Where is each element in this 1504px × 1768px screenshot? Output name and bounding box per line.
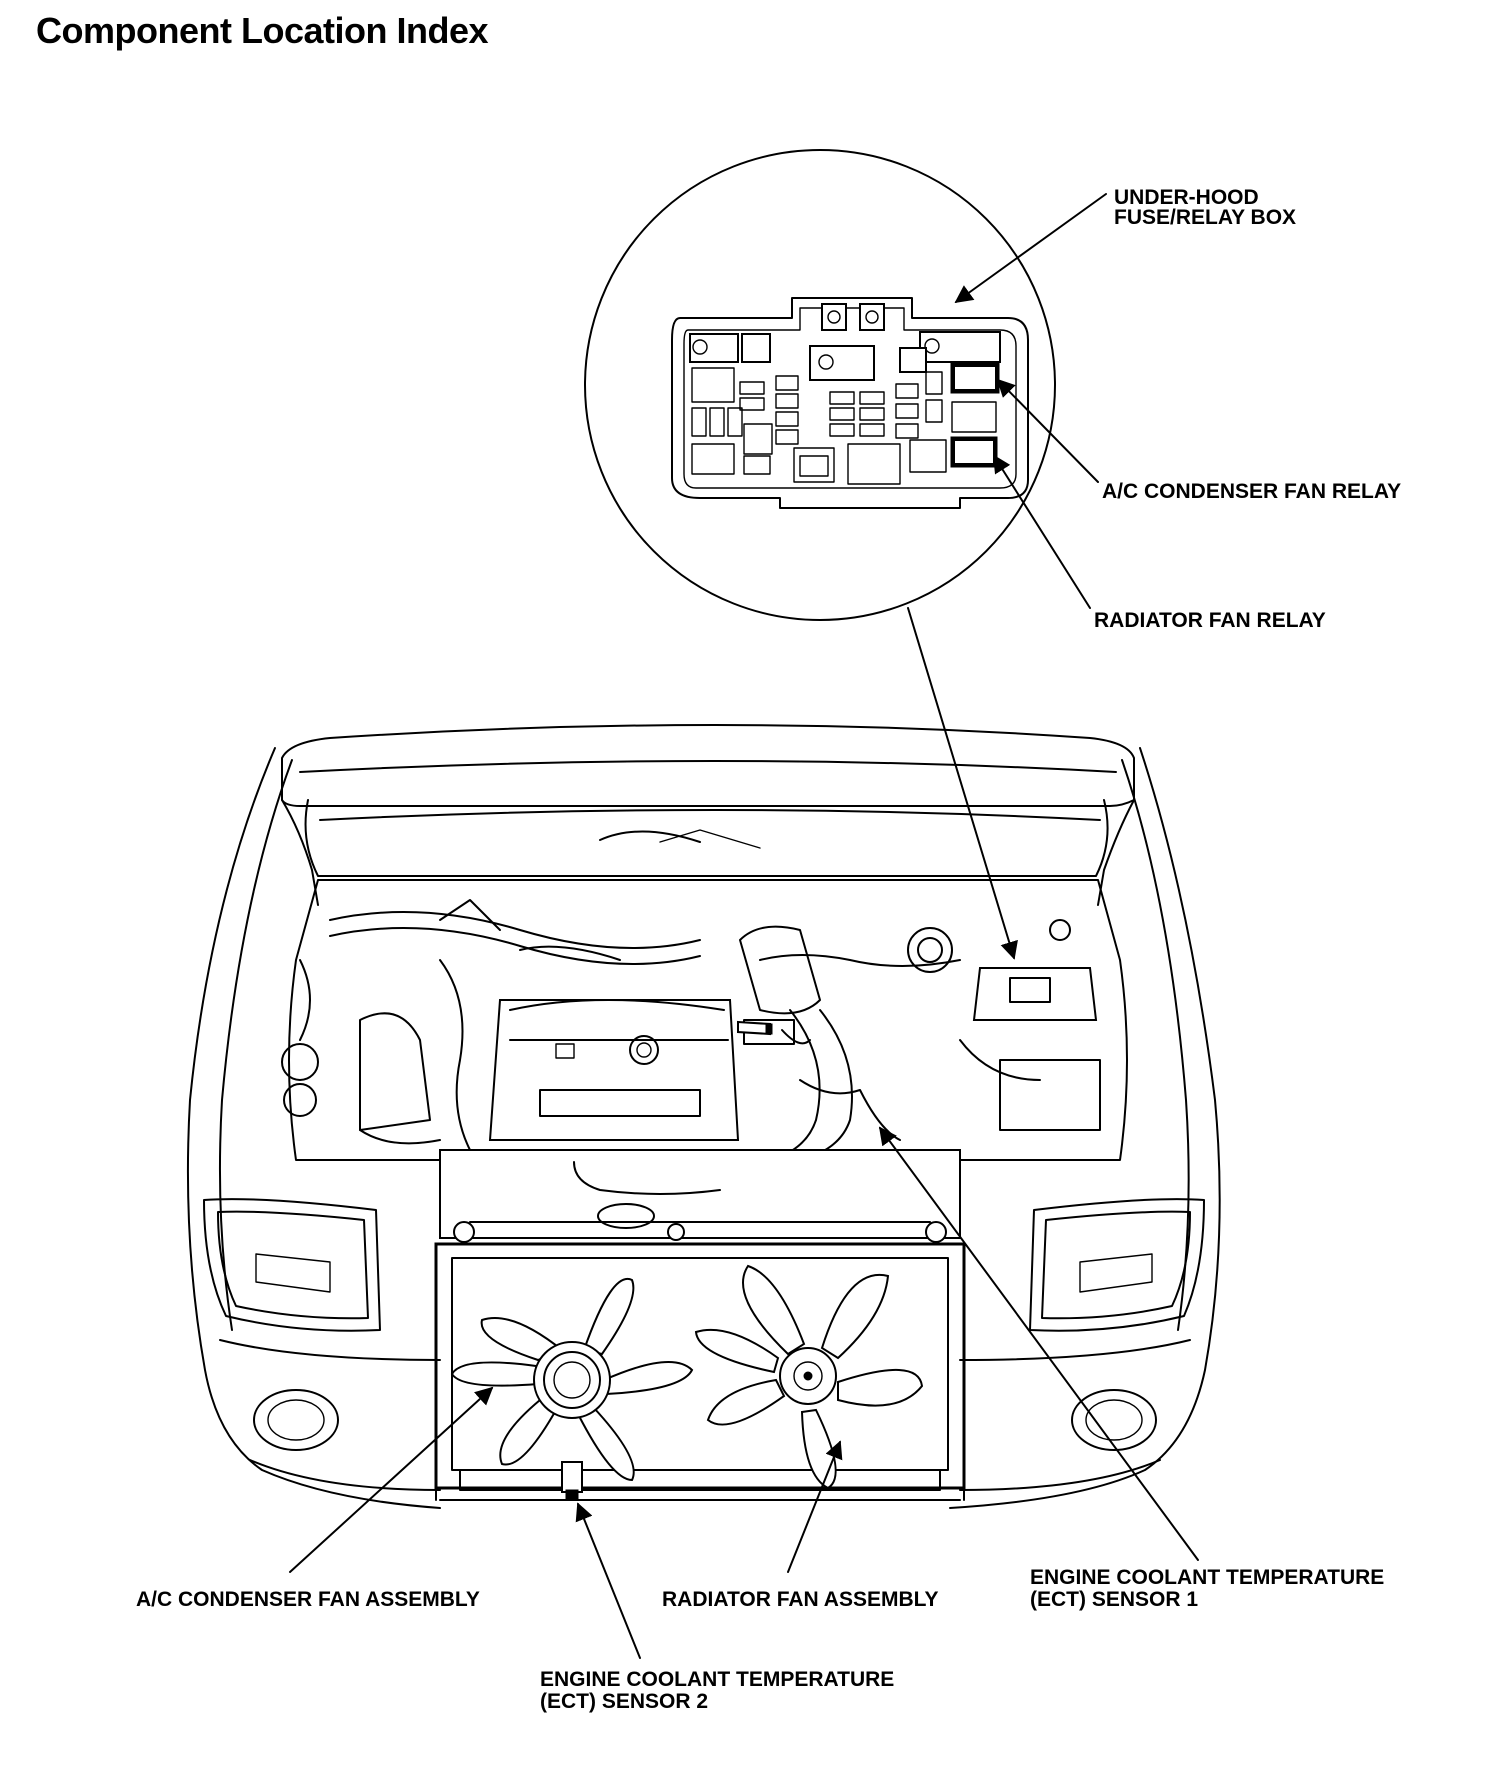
fuse-box-detail [584, 149, 1056, 621]
label-ect-sensor-2-line2: (ECT) SENSOR 2 [540, 1690, 708, 1713]
leader-ect-sensor-2 [575, 1502, 641, 1659]
leader-ac-condenser-fan-relay [996, 378, 1099, 483]
leader-fuse-box [954, 193, 1107, 304]
leader-detail-to-vehicle [907, 607, 1018, 960]
ac-condenser-fan [450, 1277, 694, 1482]
label-radiator-fan-relay: RADIATOR FAN RELAY [1094, 609, 1326, 632]
fuse-relay-box-drawing [671, 297, 1029, 509]
label-fuse-box-line1: UNDER-HOOD [1114, 186, 1259, 209]
leader-ac-condenser-fan-assembly [289, 1386, 494, 1573]
label-ect-sensor-1-line2: (ECT) SENSOR 1 [1030, 1588, 1198, 1611]
label-ac-condenser-fan-assembly: A/C CONDENSER FAN ASSEMBLY [136, 1588, 480, 1611]
label-fuse-box-line2: FUSE/RELAY BOX [1114, 206, 1296, 229]
vehicle-front-drawing [186, 724, 1221, 1509]
page-title: Component Location Index [36, 10, 489, 51]
leader-radiator-fan-relay [993, 454, 1091, 609]
leader-ect-sensor-1 [878, 1126, 1199, 1561]
radiator-fan [694, 1264, 924, 1490]
leader-radiator-fan-assembly [787, 1440, 843, 1573]
label-ac-condenser-fan-relay: A/C CONDENSER FAN RELAY [1102, 480, 1401, 503]
label-ect-sensor-2-line1: ENGINE COOLANT TEMPERATURE [540, 1668, 894, 1691]
label-radiator-fan-assembly: RADIATOR FAN ASSEMBLY [662, 1588, 939, 1611]
detail-circle [584, 149, 1056, 621]
label-ect-sensor-1-line1: ENGINE COOLANT TEMPERATURE [1030, 1566, 1384, 1589]
callout-leaders [289, 193, 1199, 1659]
